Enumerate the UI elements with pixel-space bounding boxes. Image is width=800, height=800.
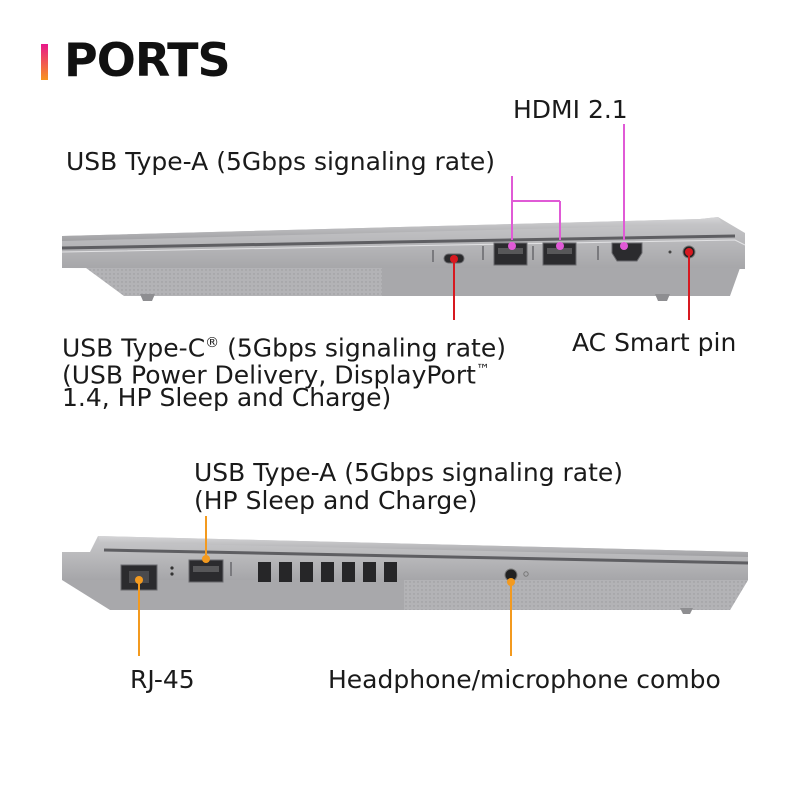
ac-pin-label: AC Smart pin	[572, 328, 737, 357]
hdmi-port	[611, 242, 643, 262]
cooling-vents	[258, 562, 397, 582]
laptop-left-side	[62, 536, 749, 614]
headphone-label: Headphone/microphone combo	[328, 665, 721, 694]
top-callouts	[450, 124, 693, 320]
bottom-callouts	[135, 516, 515, 656]
accent-bar	[41, 44, 48, 80]
usb-c-label-line3: 1.4, HP Sleep and Charge)	[62, 383, 392, 412]
usb-a-label-bottom-line2: (HP Sleep and Charge)	[194, 486, 478, 515]
hdmi-label: HDMI 2.1	[513, 95, 628, 124]
usb-c-label-line2: (USB Power Delivery, DisplayPort™	[62, 360, 490, 390]
usb-c-label-line1: USB Type-C® (5Gbps signaling rate)	[62, 333, 506, 363]
rj45-label: RJ-45	[130, 665, 195, 694]
page-title: PORTS	[64, 33, 231, 87]
usb-a-label-top: USB Type-A (5Gbps signaling rate)	[66, 147, 496, 176]
laptop-right-side	[61, 217, 746, 301]
usb-a-label-bottom-line1: USB Type-A (5Gbps signaling rate)	[194, 458, 624, 487]
